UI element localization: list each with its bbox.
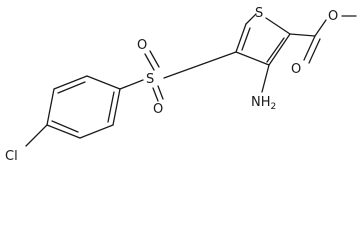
methyl-ester — [289, 15, 357, 64]
bond-c5-s — [245, 13, 257, 25]
bond-s-o-top — [144, 53, 155, 71]
atom-label-carbonyl-oxygen: O — [291, 62, 301, 77]
bond-c2-carbonyl — [289, 33, 316, 37]
bond-p4-p5 — [46, 124, 81, 139]
atom-label-amino: NH2 — [251, 95, 276, 112]
amino-subscript: 2 — [271, 102, 277, 112]
atom-label-chlorine: Cl — [5, 149, 18, 164]
bond-s-c2 — [265, 17, 291, 35]
atom-label-sulfonyl-oxygen-bottom: O — [153, 102, 163, 117]
bond-p2-p3-inner — [57, 81, 86, 94]
bond-c4-so2 — [163, 51, 237, 79]
bond-p5-p6 — [79, 124, 114, 139]
sulfonyl-group — [119, 50, 237, 102]
bond-carbonyl-o — [303, 35, 316, 61]
bond-c4-c5 — [235, 23, 247, 53]
bond-p4-cl — [25, 124, 48, 147]
bond-p2-p3 — [53, 75, 88, 90]
atom-label-ester-oxygen: O — [328, 9, 338, 24]
bond-p3-p4 — [46, 88, 55, 126]
bond-p4-p5-inner — [51, 120, 79, 133]
bond-carbonyl-o-double — [308, 38, 321, 64]
bond-c3-n — [261, 64, 270, 93]
bond-p6-p1 — [112, 88, 121, 126]
bond-p1-p2 — [86, 75, 121, 90]
atom-label-ring-sulfur: S — [255, 6, 263, 21]
bond-c2-c3 — [268, 33, 291, 66]
bond-carbonyl-ester-o — [314, 19, 327, 37]
chemical-structure: S O O S O O NH2 Cl — [5, 6, 357, 164]
bond-c4-c5-inner — [241, 27, 251, 51]
bond-so2-phenyl — [119, 79, 144, 90]
bond-s-o-bottom — [152, 87, 159, 102]
atom-label-sulfonyl-sulfur: S — [146, 72, 154, 87]
bond-s-o-top-double — [149, 50, 160, 68]
bond-c2-c3-inner — [266, 37, 285, 63]
bond-p6-p1-inner — [107, 91, 115, 123]
chlorophenyl-ring — [25, 75, 121, 147]
amino-text: NH — [251, 95, 271, 110]
thiophene-ring — [235, 13, 291, 66]
bond-s-o-bottom-double — [157, 85, 164, 100]
atom-label-sulfonyl-oxygen-top: O — [137, 38, 147, 53]
bond-c3-c4 — [235, 51, 270, 66]
